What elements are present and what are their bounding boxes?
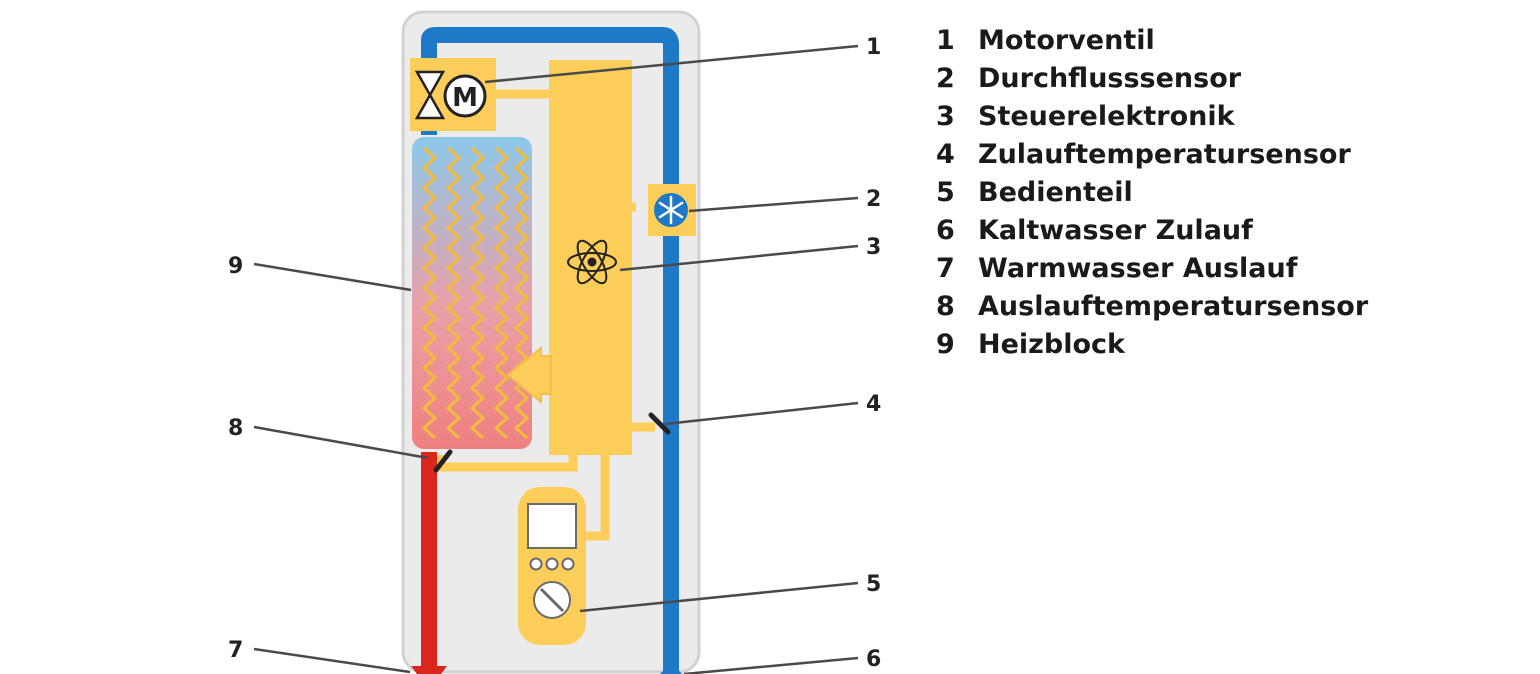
legend-number: 3 [936,101,955,132]
legend-item: 5 Bedienteil [936,174,1368,212]
legend-number: 2 [936,63,955,94]
hot-water-pipe [421,452,437,674]
callout-1: 1 [866,35,881,60]
callout-9: 9 [228,254,243,279]
legend-label: Motorventil [978,25,1155,56]
callout-2: 2 [866,187,881,212]
callout-3: 3 [866,235,881,260]
motor-valve: M [410,58,496,131]
cold-water-inlet-arrow [660,662,682,674]
legend-label: Warmwasser Auslauf [978,253,1298,284]
legend-number: 7 [936,253,955,284]
legend-label: Durchflusssensor [978,63,1242,94]
legend-label: Heizblock [978,329,1125,360]
legend-item: 3 Steuerelektronik [936,98,1368,136]
leader-lines [253,44,859,674]
legend-item: 2 Durchflusssensor [936,60,1368,98]
motor-symbol: M [452,83,478,113]
legend-number: 8 [936,291,955,322]
callout-8: 8 [228,416,243,441]
legend-number: 4 [936,139,955,170]
legend-label: Bedienteil [978,177,1133,208]
heating-block [412,137,532,449]
legend-label: Auslauftemperatursensor [978,291,1369,322]
legend-item: 4 Zulauftemperatursensor [936,136,1368,174]
legend-item: 7 Warmwasser Auslauf [936,250,1368,288]
hot-water-outlet [411,666,447,674]
control-signal-arrow [506,345,552,405]
legend-item: 1 Motorventil [936,22,1368,60]
inlet-temperature-sensor [648,412,671,435]
legend-label: Zulauftemperatursensor [978,139,1351,170]
legend-item: 8 Auslauftemperatursensor [936,288,1368,326]
flow-sensor [648,184,696,236]
callout-5: 5 [866,572,881,597]
control-electronics [549,60,632,455]
cold-water-pipe [421,27,679,672]
legend-label: Kaltwasser Zulauf [978,215,1253,246]
callout-6: 6 [866,647,881,672]
electronics-atom-icon [567,239,617,285]
legend-number: 5 [936,177,955,208]
legend-item: 6 Kaltwasser Zulauf [936,212,1368,250]
outlet-temperature-sensor [433,449,453,473]
callout-7: 7 [228,638,243,663]
callout-4: 4 [866,392,881,417]
control-panel [518,487,586,645]
legend-number: 1 [936,25,955,56]
legend-item: 9 Heizblock [936,326,1368,364]
legend-number: 6 [936,215,955,246]
legend-label: Steuerelektronik [978,101,1235,132]
legend-number: 9 [936,329,955,360]
legend: 1 Motorventil 2 Durchflusssensor 3 Steuerel… [936,22,1368,364]
